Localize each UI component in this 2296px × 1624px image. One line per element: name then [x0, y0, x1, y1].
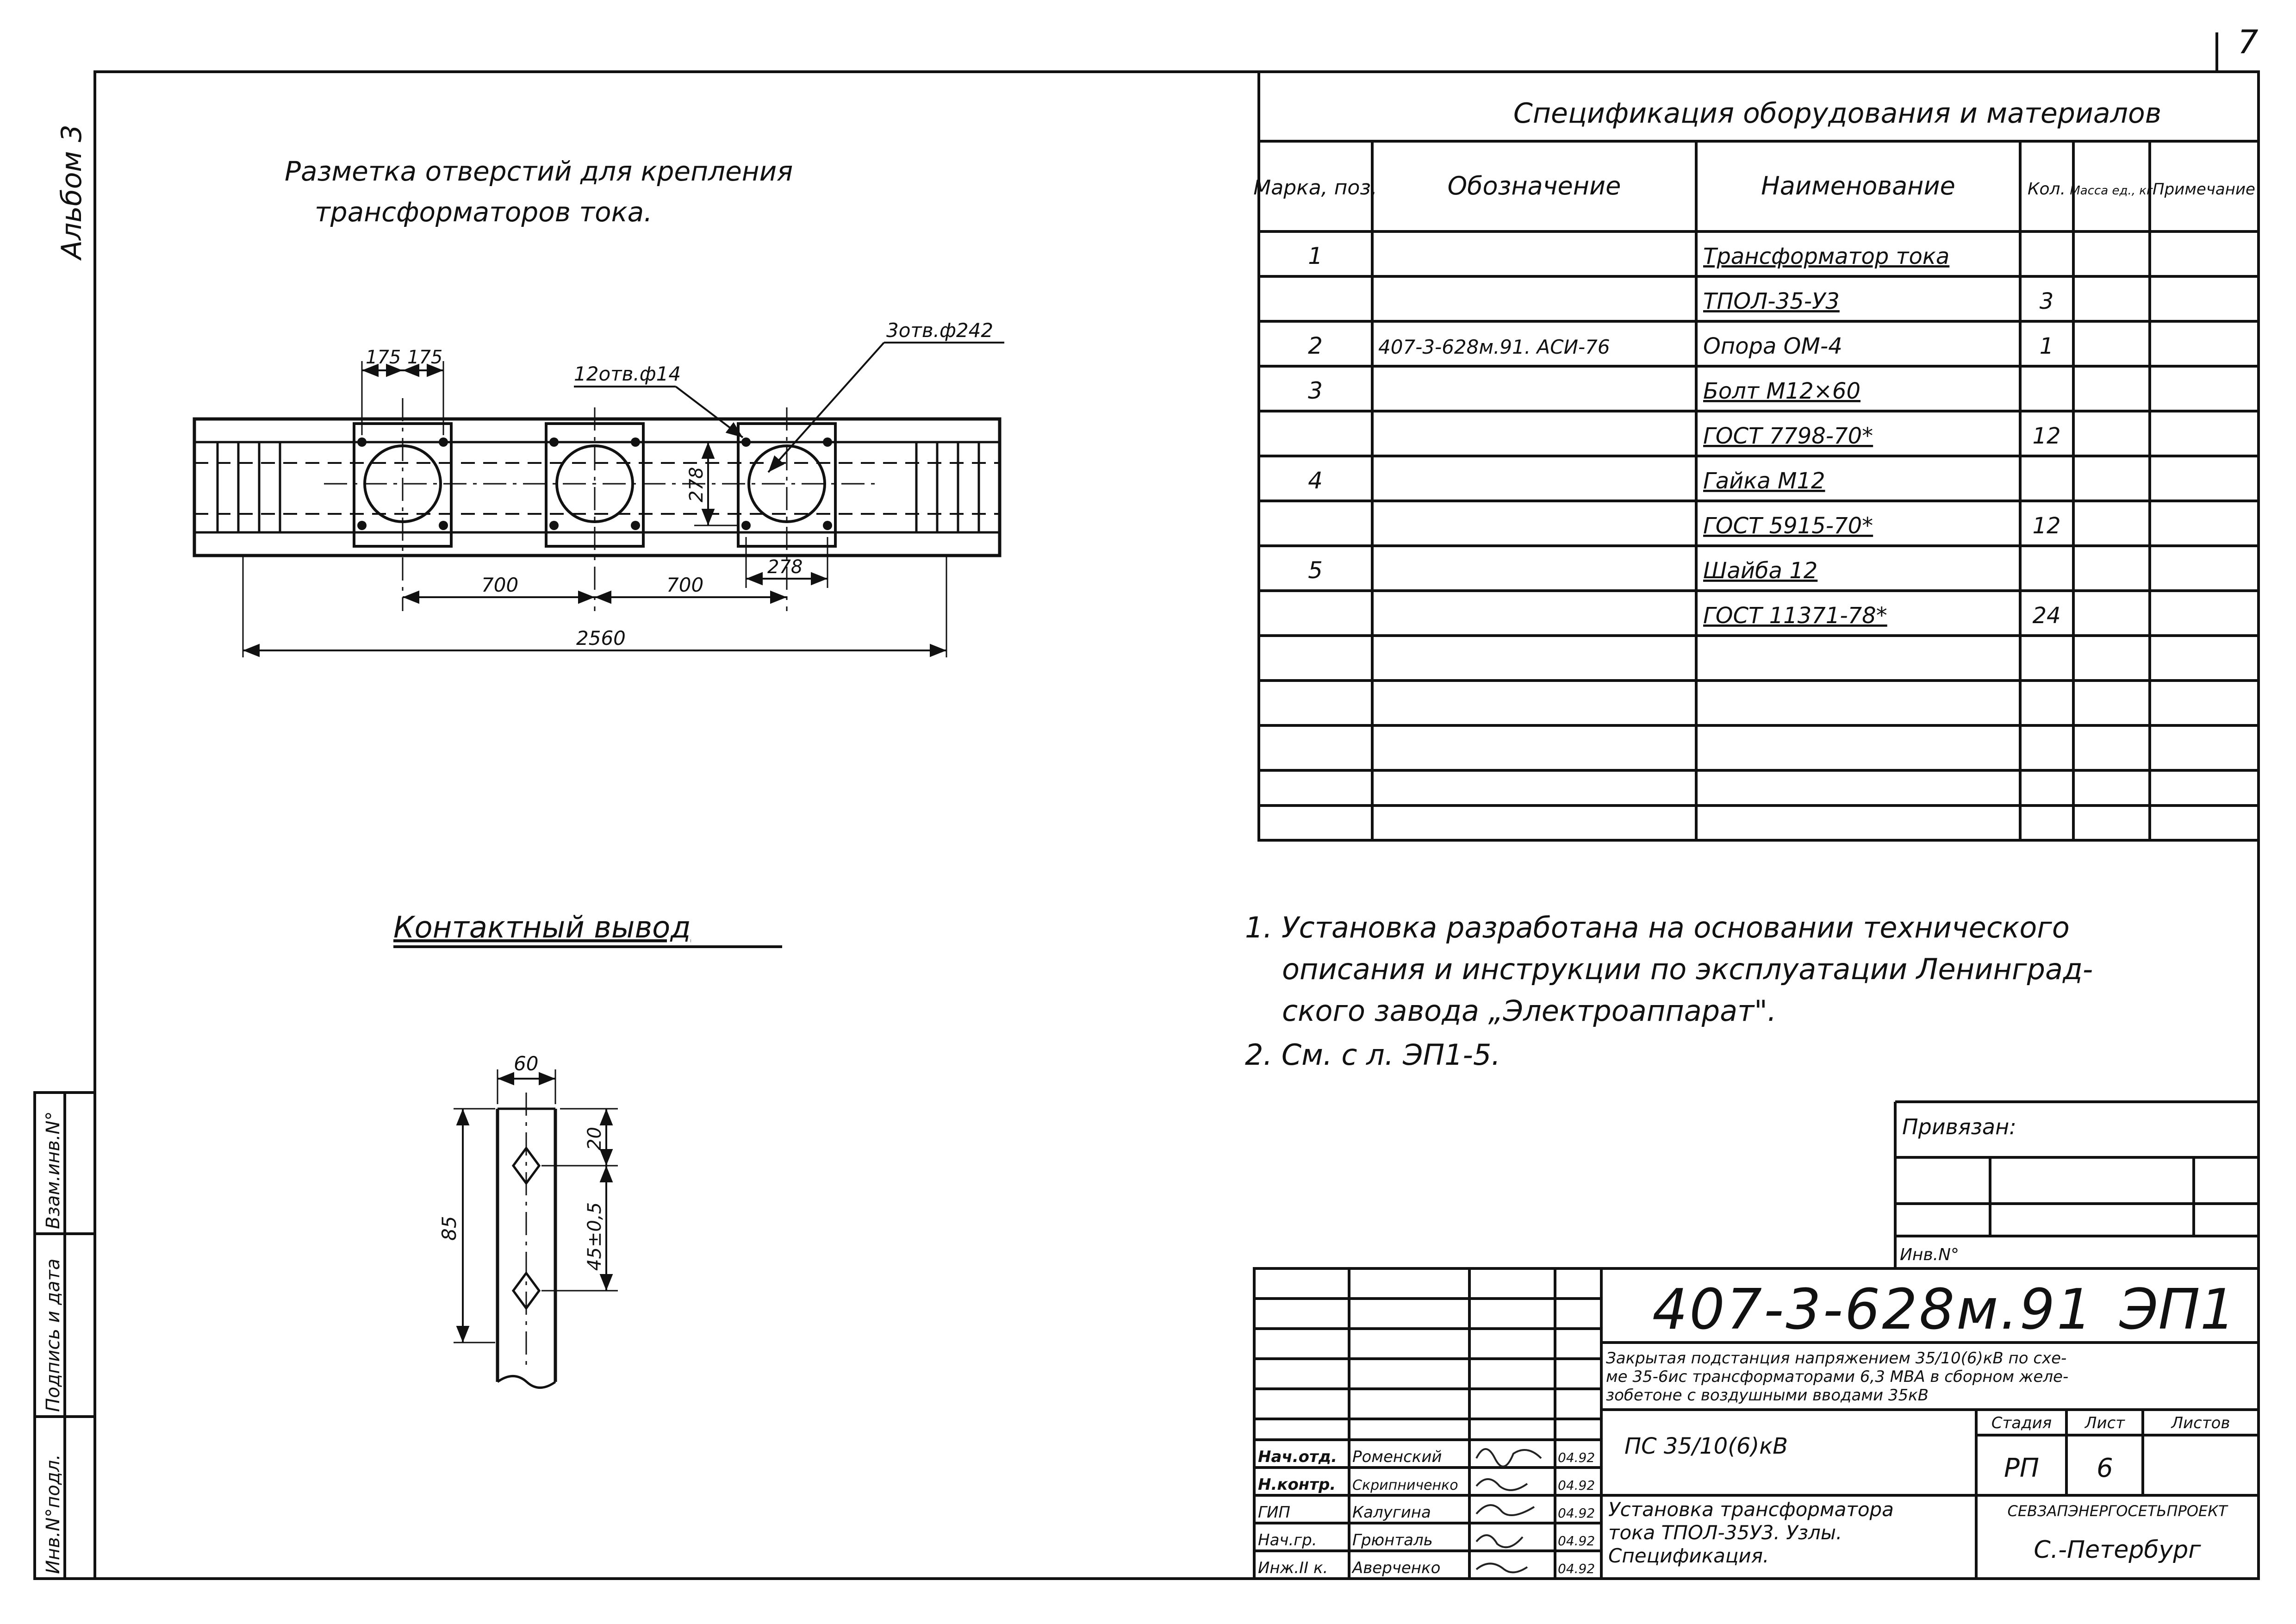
spec-cell: ГОСТ 5915-70* — [1703, 513, 1873, 539]
dim-175-left: 175 — [366, 347, 401, 368]
hole-layout-title-2: трансформаторов тока. — [315, 196, 653, 228]
project-desc-2: ме 35-6ис трансформаторами 6,3 МВА в сбо… — [1606, 1368, 2068, 1386]
staff-list: Нач.отд. Роменский 04.92 Н.контр. Скрипн… — [1258, 1448, 1595, 1577]
staff-name: Грюнталь — [1352, 1531, 1433, 1549]
margin-sign-label: Подпись и дата — [43, 1259, 64, 1412]
contact-dim-60: 60 — [514, 1052, 538, 1075]
spec-cell: 1 — [2040, 333, 2054, 359]
margin-inv-label: Инв.N°подл. — [43, 1454, 64, 1574]
spec-header-mark: Марка, поз. — [1253, 176, 1377, 200]
contact-dim-85: 85 — [438, 1216, 460, 1241]
note-1-line-2: описания и инструкции по эксплуатации Ле… — [1282, 952, 2093, 986]
margin-replace-label: Взам.инв.N° — [43, 1112, 64, 1229]
margin-strip — [33, 1091, 96, 1580]
staff-role: ГИП — [1258, 1503, 1290, 1522]
spec-cell: 407-3-628м.91. АСИ-76 — [1378, 336, 1610, 358]
project-desc-1: Закрытая подстанция напряжением 35/10(6)… — [1606, 1349, 2066, 1368]
dim-175-right: 175 — [407, 347, 442, 368]
org-name: СЕВЗАПЭНЕРГОСЕТЬПРОЕКТ — [2007, 1502, 2228, 1520]
sheet-title-2: тока ТПОЛ-35У3. Узлы. — [1608, 1521, 1842, 1544]
hole-layout-drawing — [193, 342, 1004, 657]
sheet-title-3: Спецификация. — [1608, 1544, 1769, 1567]
title-block-grid — [1253, 1267, 2260, 1580]
spec-cell: 2 — [1308, 332, 1323, 359]
dim-700-left: 700 — [481, 574, 518, 596]
spec-cell: 3 — [2040, 288, 2054, 314]
sheet-label: Лист — [2084, 1414, 2125, 1432]
spec-cell: ТПОЛ-35-У3 — [1703, 288, 1840, 314]
hole-layout-title-1: Разметка отверстий для крепления — [285, 156, 793, 187]
staff-role: Инж.II к. — [1258, 1559, 1328, 1577]
sheets-label: Листов — [2170, 1414, 2230, 1432]
holes-12-label: 12отв.ф14 — [574, 362, 681, 385]
city-name: С.-Петербург — [2034, 1536, 2201, 1564]
staff-role: Н.контр. — [1258, 1475, 1336, 1494]
dim-2560: 2560 — [576, 627, 626, 650]
spec-cell: Опора ОМ-4 — [1703, 333, 1842, 359]
doc-code: ЭП1 — [2119, 1278, 2235, 1342]
spec-cell: Трансформатор тока — [1703, 244, 1949, 269]
spec-header-designation: Обозначение — [1448, 171, 1621, 200]
signatures — [1475, 1448, 1542, 1574]
spec-cell: Гайка М12 — [1703, 468, 1825, 494]
contact-dim-20: 20 — [584, 1127, 605, 1150]
contact-terminal-drawing — [454, 1069, 618, 1389]
staff-role: Нач.отд. — [1258, 1448, 1337, 1466]
doc-number: 407-3-628м.91 — [1652, 1278, 2094, 1342]
staff-name: Скрипниченко — [1352, 1477, 1458, 1493]
spec-header-mass: Масса ед., кг — [2070, 184, 2153, 198]
stage-value: РП — [2004, 1453, 2039, 1483]
contact-dim-45: 45±0,5 — [584, 1202, 605, 1271]
spec-cell: 1 — [1308, 243, 1323, 269]
dim-278-horizontal: 278 — [767, 556, 803, 578]
spec-cell: Болт М12×60 — [1703, 378, 1860, 404]
spec-cell: ГОСТ 11371-78* — [1703, 603, 1887, 629]
staff-role: Нач.гр. — [1258, 1531, 1317, 1549]
spec-cell: 3 — [1308, 377, 1323, 404]
sheet-value: 6 — [2097, 1453, 2113, 1483]
spec-rows: 1 Трансформатор тока ТПОЛ-35-У3 3 2 407-… — [1308, 243, 2060, 629]
staff-date: 04.92 — [1558, 1533, 1595, 1549]
spec-cell: 24 — [2032, 603, 2060, 629]
page-number: 7 — [2238, 23, 2259, 61]
spec-cell: ГОСТ 7798-70* — [1703, 423, 1873, 449]
staff-date: 04.92 — [1558, 1561, 1595, 1576]
holes-3-label: 3отв.ф242 — [886, 319, 993, 342]
note-1-line-3: ского завода „Электроаппарат". — [1282, 994, 1776, 1028]
spec-table-grid — [1257, 70, 2260, 842]
staff-name: Калугина — [1352, 1503, 1431, 1522]
spec-title: Спецификация оборудования и материалов — [1513, 97, 2161, 130]
spec-header-note: Примечание — [2153, 180, 2255, 199]
staff-name: Аверченко — [1351, 1559, 1440, 1577]
object-name: ПС 35/10(6)кВ — [1624, 1433, 1788, 1459]
spec-cell: 12 — [2032, 423, 2060, 449]
spec-cell: Шайба 12 — [1703, 558, 1817, 584]
project-desc-3: зобетоне с воздушными вводами 35кВ — [1606, 1386, 1929, 1405]
note-1-line-1: 1. Установка разработана на основании те… — [1245, 911, 2070, 944]
binding-inv-label: Инв.N° — [1900, 1245, 1959, 1264]
spec-cell: 12 — [2032, 513, 2060, 539]
dim-278-vertical: 278 — [686, 467, 707, 502]
stage-label: Стадия — [1991, 1414, 2052, 1432]
spec-header-name: Наименование — [1761, 171, 1955, 200]
spec-cell: 4 — [1308, 467, 1323, 494]
staff-date: 04.92 — [1558, 1505, 1595, 1521]
staff-name: Роменский — [1352, 1448, 1442, 1466]
sheet-title-1: Установка трансформатора — [1608, 1498, 1894, 1521]
album-label: Альбом 3 — [56, 125, 88, 261]
spec-cell: 5 — [1308, 557, 1323, 584]
binding-label: Привязан: — [1902, 1114, 2016, 1139]
staff-date: 04.92 — [1558, 1450, 1595, 1465]
spec-header-qty: Кол. — [2028, 180, 2066, 199]
staff-date: 04.92 — [1558, 1478, 1595, 1493]
dim-700-right: 700 — [666, 574, 703, 596]
note-2: 2. См. с л. ЭП1-5. — [1245, 1038, 1500, 1072]
contact-title: Контактный вывод — [393, 911, 691, 945]
